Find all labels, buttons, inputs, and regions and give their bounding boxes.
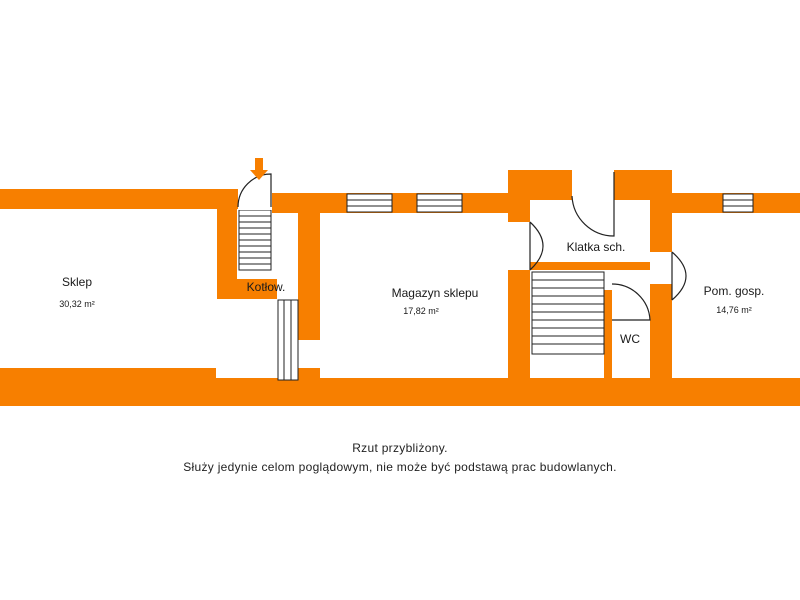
wall-magazyn-corner [298, 368, 320, 382]
windows [277, 193, 754, 381]
arrow-down-icon [250, 158, 268, 180]
wall-kotlow-left [217, 209, 237, 299]
room-name-pom: Pom. gosp. [704, 284, 765, 298]
window-icon [722, 193, 754, 213]
wall-klatka-right-top [650, 170, 672, 252]
room-area-sklep: 30,32 m² [59, 299, 95, 309]
wall-klatka-wc-divider [530, 262, 650, 270]
stairs-icon [531, 271, 605, 355]
wall-kotlow-right [298, 209, 320, 339]
stairs-icon [238, 209, 272, 271]
wall-bottom-left [0, 368, 216, 406]
door-swing-icon [571, 170, 615, 237]
wall-klatka-right [650, 284, 672, 384]
room-name-klatka: Klatka sch. [567, 240, 626, 254]
caption-line-2: Służy jedynie celom poglądowym, nie może… [183, 460, 617, 474]
door-swing-icon [650, 251, 687, 301]
room-area-magazyn: 17,82 m² [403, 306, 439, 316]
wall-bottom [216, 378, 800, 406]
window-icon [416, 193, 463, 213]
window-icon [277, 299, 299, 381]
room-name-magazyn: Magazyn sklepu [392, 286, 479, 300]
caption-line-1: Rzut przybliżony. [352, 441, 448, 455]
door-swing-icon [237, 173, 272, 210]
walls [0, 170, 800, 406]
wall-kotlow-lower [298, 320, 320, 340]
door-swing-icon [611, 283, 651, 321]
wall-kotlow-bottom [217, 279, 277, 299]
doors [237, 170, 687, 321]
room-name-wc: WC [620, 332, 640, 346]
door-swing-icon [508, 221, 544, 271]
wall-klatka-left-top [508, 170, 530, 222]
room-name-sklep: Sklep [62, 275, 92, 289]
wall-wc-left [604, 290, 612, 382]
room-name-kotlow: Kotłow. [247, 280, 286, 294]
window-icon [346, 193, 393, 213]
wall-top-left [0, 189, 238, 209]
room-area-pom: 14,76 m² [716, 305, 752, 315]
wall-klatka-left [508, 270, 530, 380]
